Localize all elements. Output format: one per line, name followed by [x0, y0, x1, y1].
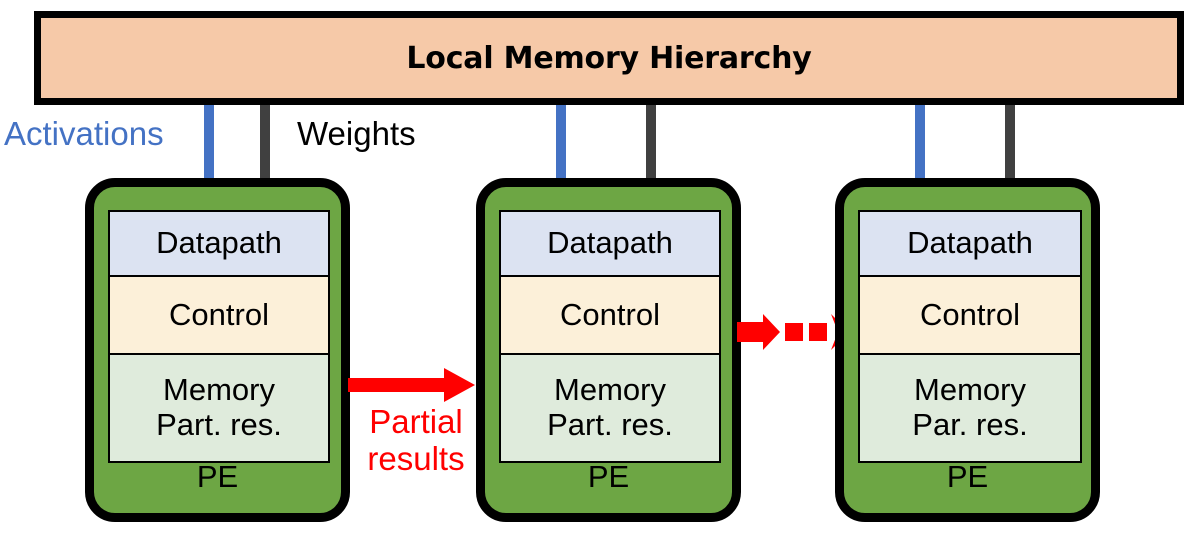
partial-results-line-2: results	[367, 439, 465, 477]
pe-2-datapath-section: Datapath	[501, 212, 719, 277]
continuation-dashed-arrow	[735, 310, 849, 354]
pe-1-memory-section: Memory Part. res.	[110, 355, 328, 461]
pe-1-memory-label: Memory	[163, 372, 275, 408]
weights-arrow-pe-1	[245, 105, 285, 218]
pe-2-memory-label: Memory	[554, 372, 666, 408]
weights-label: Weights	[297, 115, 416, 152]
pe-1-partial-results-label: Part. res.	[156, 407, 282, 442]
pe-2-control-section: Control	[501, 277, 719, 355]
weights-arrow-pe-3	[990, 105, 1030, 218]
pe-2-name: PE	[587, 459, 630, 494]
pe-1-datapath-section: Datapath	[110, 212, 328, 277]
pe-3-control-label: Control	[920, 296, 1020, 332]
pe-3-control-section: Control	[860, 277, 1080, 355]
local-memory-hierarchy-label: Local Memory Hierarchy	[406, 40, 812, 76]
pe-1-sections: Datapath Control Memory Part. res.	[108, 210, 330, 463]
pe-2-control-label: Control	[560, 296, 660, 332]
partial-results-text: Partial results	[356, 403, 476, 478]
activations-arrow-pe-2	[541, 105, 581, 218]
pe-block-2[interactable]: Datapath Control Memory Part. res. PE	[476, 178, 741, 522]
pe-3-memory-section: Memory Par. res.	[860, 355, 1080, 461]
activations-arrow-pe-3	[900, 105, 940, 218]
activations-label: Activations	[4, 115, 164, 152]
pe-3-memory-label: Memory	[914, 372, 1026, 408]
pe-2-partial-results-label: Part. res.	[547, 407, 673, 442]
pe-3-partial-results-label: Par. res.	[912, 407, 1028, 442]
pe-2-datapath-label: Datapath	[547, 225, 673, 261]
local-memory-hierarchy-block: Local Memory Hierarchy	[34, 11, 1184, 105]
pe-3-sections: Datapath Control Memory Par. res.	[858, 210, 1082, 463]
pe-3-datapath-section: Datapath	[860, 212, 1080, 277]
activations-arrow-pe-1	[189, 105, 229, 218]
pe-block-3[interactable]: Datapath Control Memory Par. res. PE	[835, 178, 1100, 522]
pe-1-name: PE	[196, 459, 239, 494]
pe-1-control-section: Control	[110, 277, 328, 355]
pe-3-datapath-label: Datapath	[907, 225, 1033, 261]
partial-results-arrow	[348, 367, 476, 403]
pe-2-memory-section: Memory Part. res.	[501, 355, 719, 461]
pe-block-1[interactable]: Datapath Control Memory Part. res. PE	[85, 178, 350, 522]
pe-3-name: PE	[946, 459, 989, 494]
pe-1-datapath-label: Datapath	[156, 225, 282, 261]
pe-1-control-label: Control	[169, 296, 269, 332]
pe-2-sections: Datapath Control Memory Part. res.	[499, 210, 721, 463]
partial-results-line-1: Partial	[369, 403, 463, 440]
weights-arrow-pe-2	[631, 105, 671, 218]
